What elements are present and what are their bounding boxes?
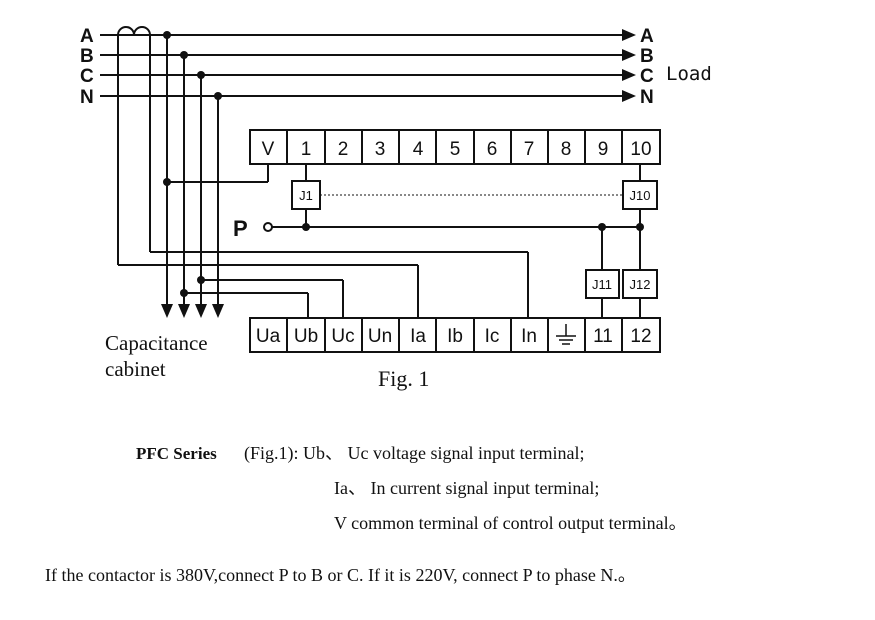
terminal-7: 7 (524, 139, 535, 160)
capacitance-label: Capacitance (105, 331, 208, 355)
relay-j1-label: J1 (299, 188, 313, 203)
cabinet-label: cabinet (105, 357, 166, 381)
desc-line-1: (Fig.1): Ub、 Uc voltage signal input ter… (244, 443, 584, 464)
terminal-4: 4 (413, 139, 424, 160)
phase-label-b-out: B (640, 46, 654, 67)
terminal-9: 9 (598, 139, 609, 160)
terminal-ic: Ic (485, 326, 500, 347)
load-label: Load (666, 63, 712, 85)
relay-j12-label: J12 (630, 277, 651, 292)
terminal-8: 8 (561, 139, 572, 160)
phase-label-c: C (80, 66, 94, 87)
phase-label-b: B (80, 46, 94, 67)
phase-label-n-out: N (640, 87, 654, 108)
desc-line-3: V common terminal of control output term… (334, 513, 687, 533)
terminal-3: 3 (375, 139, 386, 160)
relay-j11-label: J11 (592, 277, 612, 292)
capacitance-arrow-icons (161, 304, 224, 318)
ground-icon (556, 324, 576, 345)
series-label: PFC Series (136, 444, 217, 463)
p-terminal-icon (263, 222, 273, 232)
terminal-ua: Ua (256, 326, 281, 347)
terminal-ia: Ia (410, 326, 426, 347)
phase-label-a: A (80, 26, 94, 47)
terminal-5: 5 (450, 139, 461, 160)
relay-j1: J1 (291, 180, 321, 210)
terminal-12: 12 (630, 326, 651, 347)
relay-j11: J11 (585, 269, 620, 299)
terminal-11: 11 (593, 326, 613, 347)
p-label: P (233, 216, 248, 241)
terminal-10: 10 (630, 139, 651, 160)
figure-label: Fig. 1 (378, 366, 429, 391)
terminal-1: 1 (301, 139, 312, 160)
bottom-terminal-block: Ua Ub Uc Un Ia Ib Ic In 11 12 (249, 317, 661, 353)
top-terminal-block: V 1 2 3 4 5 6 7 8 9 10 (249, 129, 661, 165)
phase-label-a-out: A (640, 26, 654, 47)
terminal-ub: Ub (294, 326, 318, 347)
current-transformer-icon (117, 26, 151, 36)
terminal-ib: Ib (447, 326, 463, 347)
terminal-v: V (262, 139, 275, 160)
terminal-uc: Uc (331, 326, 354, 347)
contactor-note: If the contactor is 380V,connect P to B … (45, 565, 636, 585)
terminal-in: In (521, 326, 537, 347)
phase-label-n: N (80, 87, 94, 108)
relay-j10-label: J10 (630, 188, 651, 203)
terminal-6: 6 (487, 139, 498, 160)
terminal-2: 2 (338, 139, 349, 160)
phase-label-c-out: C (640, 66, 654, 87)
terminal-un: Un (368, 326, 392, 347)
relay-j12: J12 (622, 269, 658, 299)
desc-line-2: Ia、 In current signal input terminal; (334, 478, 599, 498)
relay-j10: J10 (622, 180, 658, 210)
